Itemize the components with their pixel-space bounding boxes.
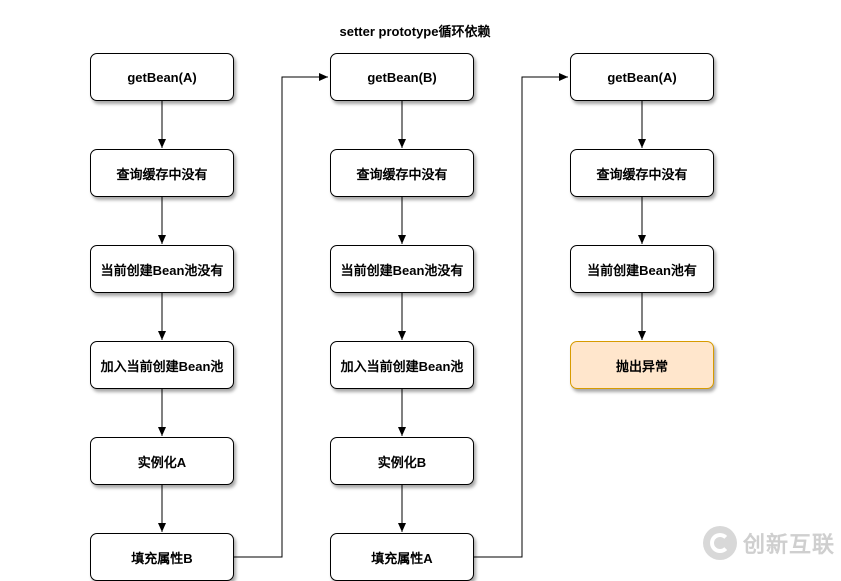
- node-add-pool-b: 加入当前创建Bean池: [330, 341, 474, 389]
- edge-c1-to-c2: [234, 73, 328, 558]
- node-getbean-a-again: getBean(A): [570, 53, 714, 101]
- node-cache-miss-a: 查询缓存中没有: [90, 149, 234, 197]
- diagram-title: setter prototype循环依赖: [339, 24, 491, 39]
- node-pool-absent-b: 当前创建Bean池没有: [330, 245, 474, 293]
- node-cache-miss-a-again: 查询缓存中没有: [570, 149, 714, 197]
- edge-c2-to-c3: [474, 73, 568, 558]
- node-throw-exception: 抛出异常: [570, 341, 714, 389]
- watermark: 创新互联: [703, 524, 835, 562]
- node-instantiate-b: 实例化B: [330, 437, 474, 485]
- chuangxin-logo-icon: [703, 526, 737, 560]
- node-getbean-b: getBean(B): [330, 53, 474, 101]
- node-add-pool-a: 加入当前创建Bean池: [90, 341, 234, 389]
- node-pool-absent-a: 当前创建Bean池没有: [90, 245, 234, 293]
- node-pool-present-a: 当前创建Bean池有: [570, 245, 714, 293]
- node-populate-b: 填充属性B: [90, 533, 234, 581]
- node-cache-miss-b: 查询缓存中没有: [330, 149, 474, 197]
- node-instantiate-a: 实例化A: [90, 437, 234, 485]
- watermark-text: 创新互联: [743, 532, 836, 557]
- node-getbean-a: getBean(A): [90, 53, 234, 101]
- node-populate-a: 填充属性A: [330, 533, 474, 581]
